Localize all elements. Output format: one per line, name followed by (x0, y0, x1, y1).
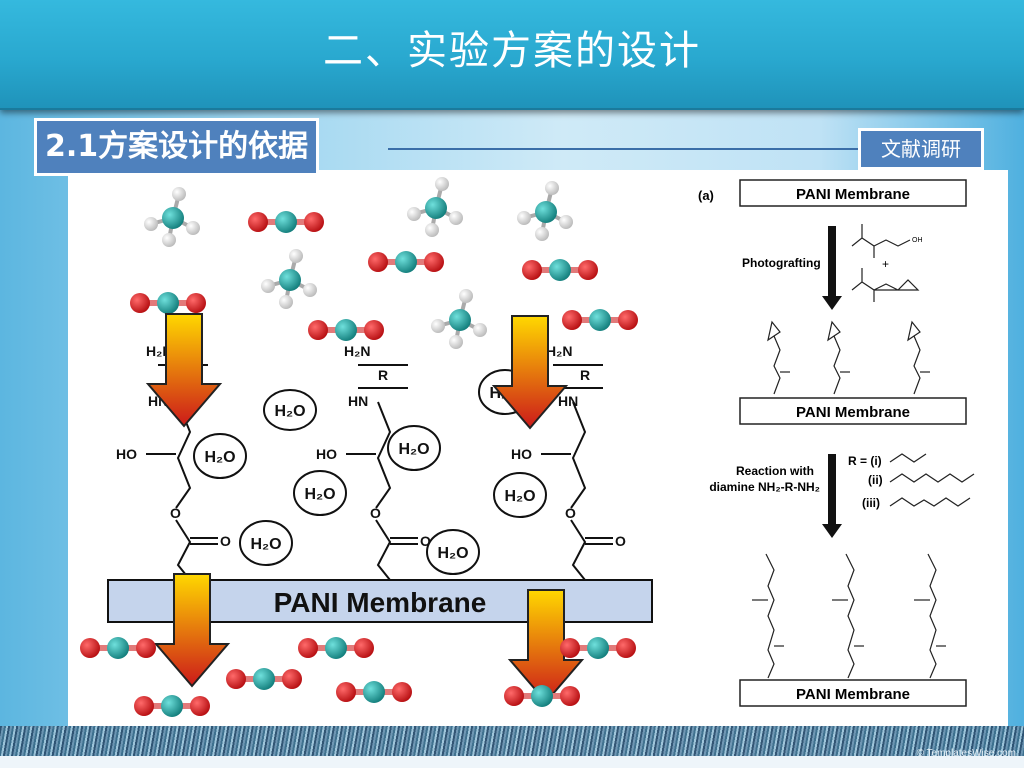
membrane-bottom-label: PANI Membrane (796, 686, 910, 703)
methane-molecule (142, 185, 202, 249)
water-molecule: H₂O (426, 529, 480, 575)
source-badge: 文献调研 (858, 128, 984, 170)
slide-header: 二、实验方案的设计 (0, 0, 1024, 110)
co2-molecule (336, 681, 412, 703)
r-option-ii: (ii) (868, 473, 883, 487)
co2-molecule (560, 637, 636, 659)
reaction-scheme: (a) PANI Membrane Photografting OH + PAN… (698, 179, 975, 707)
co2-molecule (134, 695, 210, 717)
r-option-iii: (iii) (862, 496, 880, 510)
permeation-arrow (147, 313, 221, 427)
carbonyl-label: O (220, 533, 231, 549)
co2-molecule (298, 637, 374, 659)
figure-panel: H₂N R HN HO O O H₂N R HN HO O O H₂N R HN… (68, 170, 1008, 726)
carbonyl-label: O (420, 533, 431, 549)
methane-molecule (515, 179, 575, 243)
footer-strip (0, 756, 1024, 768)
svg-text:H₂O: H₂O (204, 449, 235, 466)
photografting-label: Photografting (742, 256, 821, 270)
co2-molecule (562, 309, 638, 331)
oxygen-label: O (170, 505, 181, 521)
hydroxyl-label: HO (511, 446, 532, 462)
carbonyl-label: O (615, 533, 626, 549)
slide-title: 二、实验方案的设计 (323, 28, 701, 74)
membrane-top-label: PANI Membrane (796, 186, 910, 203)
watermark: © TemplatesWise.com (916, 748, 1016, 759)
water-molecule: H₂O (293, 470, 347, 516)
water-molecule: H₂O (239, 520, 293, 566)
svg-text:H₂O: H₂O (437, 545, 468, 562)
membrane-mid-label: PANI Membrane (796, 404, 910, 421)
co2-molecule (226, 668, 302, 690)
section-heading: 2.1方案设计的依据 (34, 118, 320, 176)
r-group-label: R (378, 367, 388, 383)
amine-label: H₂N (344, 343, 370, 359)
svg-text:H₂O: H₂O (274, 403, 305, 420)
svg-text:OH: OH (912, 237, 923, 244)
water-molecule: H₂O (193, 433, 247, 479)
hydroxyl-label: HO (316, 446, 337, 462)
oxygen-label: O (370, 505, 381, 521)
r-option-i: R = (i) (848, 454, 882, 468)
methane-molecule (429, 287, 489, 351)
co2-molecule (522, 259, 598, 281)
co2-molecule (368, 251, 444, 273)
reaction-label: Reaction with (736, 464, 814, 478)
svg-text:H₂O: H₂O (398, 441, 429, 458)
svg-text:H₂O: H₂O (250, 536, 281, 553)
svg-text:H₂O: H₂O (304, 486, 335, 503)
co2-molecule (504, 685, 580, 707)
r-group-label: R (580, 367, 590, 383)
methane-molecule (259, 247, 319, 311)
co2-molecule (80, 637, 156, 659)
nh-label: HN (348, 393, 368, 409)
svg-text:PANI Membrane: PANI Membrane (274, 587, 487, 618)
diamine-label: diamine NH₂-R-NH₂ (709, 480, 820, 494)
nh-label: HN (558, 393, 578, 409)
co2-molecule (308, 319, 384, 341)
heading-divider (388, 148, 858, 150)
figure-svg: H₂N R HN HO O O H₂N R HN HO O O H₂N R HN… (80, 175, 975, 717)
co2-molecule (130, 292, 206, 314)
svg-text:H₂O: H₂O (504, 488, 535, 505)
co2-molecule (248, 211, 324, 233)
methane-molecule (405, 175, 465, 239)
water-molecule: H₂O (387, 425, 441, 471)
svg-text:+: + (882, 257, 889, 271)
hydroxyl-label: HO (116, 446, 137, 462)
oxygen-label: O (565, 505, 576, 521)
water-molecule: H₂O (263, 389, 317, 431)
water-molecule: H₂O (493, 472, 547, 518)
amine-label: H₂N (546, 343, 572, 359)
panel-label: (a) (698, 188, 714, 203)
